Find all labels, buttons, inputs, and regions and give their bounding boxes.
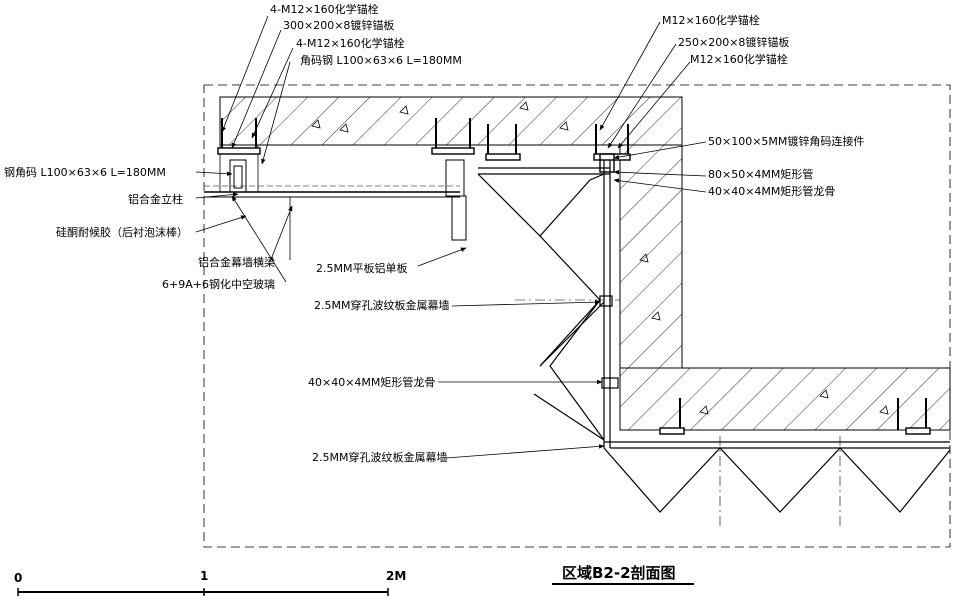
label-anchor-bolt-r1: M12×160化学锚栓 (662, 13, 760, 27)
corrugated-metal-panels (477, 173, 951, 513)
glass-curtain-wall (204, 145, 460, 260)
steel-frame-vertical (478, 153, 950, 449)
center-lines (515, 299, 841, 528)
anchor-bolts (221, 118, 927, 430)
label-alu-panel: 2.5MM平板铝单板 (316, 261, 407, 275)
label-glass: 6+9A+6钢化中空玻璃 (162, 277, 275, 291)
label-anchor-bolt-4-top: 4-M12×160化学锚栓 (270, 2, 379, 16)
section-boundary (203, 84, 951, 548)
label-anchor-bolt-4-b: 4-M12×160化学锚栓 (296, 36, 405, 50)
label-plate-300: 300×200×8镀锌锚板 (283, 18, 394, 32)
label-plate-250: 250×200×8镀锌锚板 (678, 35, 789, 49)
label-keel-right: 40×40×4MM矩形管龙骨 (708, 184, 835, 198)
scale-label-0: 0 (14, 571, 22, 585)
leader-lines (195, 15, 707, 459)
label-alu-mullion: 铝合金立柱 (128, 192, 183, 206)
concrete-slab-hatch (219, 96, 683, 146)
label-steel-angle-left: 钢角码 L100×63×6 L=180MM (4, 166, 166, 179)
aluminium-mullion (229, 159, 467, 241)
concrete-column-hatch (620, 145, 682, 368)
label-silicone: 硅酮耐候胶（后衬泡沫棒） (56, 225, 188, 239)
concrete-bottom-hatch (619, 367, 951, 431)
scale-label-1: 1 (200, 569, 208, 583)
label-perforated-1: 2.5MM穿孔波纹板金属幕墙 (314, 298, 449, 312)
label-connector: 50×100×5MM镀锌角码连接件 (708, 134, 864, 148)
concrete-aggregate (311, 101, 889, 415)
label-anchor-bolt-r2: M12×160化学锚栓 (690, 52, 788, 66)
label-alu-transom: 铝合金幕墙横梁 (198, 255, 275, 269)
drawing-title: 区域B2-2剖面图 (562, 564, 676, 582)
label-perforated-2: 2.5MM穿孔波纹板金属幕墙 (312, 450, 447, 464)
label-keel: 40×40×4MM矩形管龙骨 (308, 375, 435, 389)
label-angle-steel: 角码钢 L100×63×6 L=180MM (300, 54, 462, 67)
scale-label-2: 2M (386, 569, 406, 583)
scale-bar: 0 1 2M (14, 569, 406, 596)
label-rect-tube: 80×50×4MM矩形管 (708, 167, 813, 181)
